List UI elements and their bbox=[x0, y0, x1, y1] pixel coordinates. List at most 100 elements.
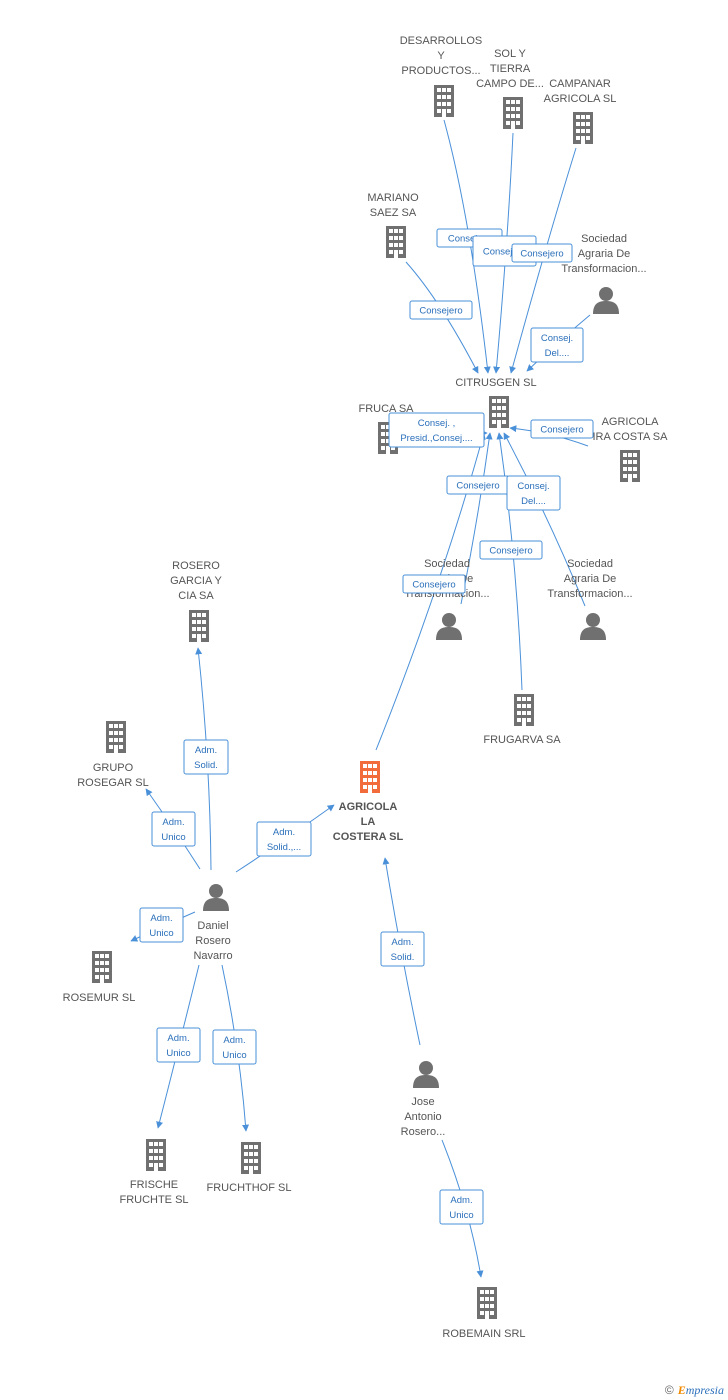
edge-label-text: Adm. bbox=[150, 913, 172, 924]
edge-label-daniel-to-agricola_main[interactable]: Adm. Solid.,... bbox=[256, 821, 312, 857]
edge-label-text: Adm. bbox=[391, 937, 413, 948]
node-label: Transformacion... bbox=[547, 588, 632, 600]
node-frugarva[interactable]: FRUGARVA SA bbox=[483, 694, 561, 746]
node-citrusgen[interactable]: CITRUSGEN SL bbox=[455, 377, 537, 428]
edge-label-daniel-to-frische[interactable]: Adm.Unico bbox=[156, 1027, 201, 1063]
node-label: Rosero... bbox=[401, 1126, 446, 1138]
building-icon[interactable] bbox=[514, 694, 534, 726]
edge-label-text: Consejero bbox=[489, 546, 532, 557]
node-label: CAMPO DE... bbox=[476, 78, 544, 90]
node-label: Antonio bbox=[404, 1111, 441, 1123]
node-label: FRUCHTE SL bbox=[119, 1194, 188, 1206]
edge-label-sat_mid_left-to-citrusgen[interactable]: Consejero bbox=[446, 475, 510, 495]
building-icon[interactable] bbox=[360, 761, 380, 793]
edge-label-mariano-to-citrusgen[interactable]: Consejero bbox=[409, 300, 473, 320]
footer-brand[interactable]: ©Empresia bbox=[665, 1383, 724, 1398]
edge-label-text: Consejero bbox=[520, 249, 563, 260]
node-robemain[interactable]: ROBEMAIN SRL bbox=[442, 1287, 526, 1340]
edge-label-text: Consejero bbox=[419, 306, 462, 317]
edge-label-daniel-to-rosemur[interactable]: Adm.Unico bbox=[139, 907, 184, 943]
building-icon[interactable] bbox=[434, 85, 454, 117]
node-label: DESARROLLOS bbox=[400, 35, 483, 47]
building-icon[interactable] bbox=[189, 610, 209, 642]
edge-label-text: Adm. bbox=[450, 1195, 472, 1206]
edge-label-jose-to-robemain[interactable]: Adm.Unico bbox=[439, 1189, 484, 1225]
edge-label-box bbox=[380, 931, 425, 967]
node-fruchthof[interactable]: FRUCHTHOF SL bbox=[207, 1142, 292, 1194]
edge-label-agricola_ira-to-citrusgen[interactable]: Consejero bbox=[530, 419, 594, 439]
edge-label-box bbox=[402, 574, 466, 594]
edge-label-daniel-to-grupo_rosegar[interactable]: Adm. Unico bbox=[151, 811, 196, 847]
edge-label-box bbox=[183, 739, 229, 775]
person-icon[interactable] bbox=[203, 884, 229, 911]
building-icon[interactable] bbox=[573, 112, 593, 144]
edge-label-text: Solid. bbox=[391, 952, 415, 963]
edge-label-box bbox=[530, 419, 594, 439]
edge-label-text: Unico bbox=[222, 1050, 246, 1061]
edge-label-box bbox=[256, 821, 312, 857]
edge-label-text: Solid.,... bbox=[267, 842, 301, 853]
edge-label-frugarva-to-citrusgen[interactable]: Consejero bbox=[479, 540, 543, 560]
person-icon[interactable] bbox=[580, 613, 606, 640]
person-icon[interactable] bbox=[593, 287, 619, 314]
node-label: SAEZ SA bbox=[370, 207, 417, 219]
edge-label-box bbox=[139, 907, 184, 943]
edge-label-box bbox=[151, 811, 196, 847]
person-icon[interactable] bbox=[436, 613, 462, 640]
edge-label-daniel-to-rosero_garcia[interactable]: Adm.Solid. bbox=[183, 739, 229, 775]
node-label: AGRICOLA SL bbox=[544, 93, 617, 105]
node-label: Y bbox=[437, 50, 445, 62]
node-rosemur[interactable]: ROSEMUR SL bbox=[63, 951, 136, 1004]
building-icon[interactable] bbox=[92, 951, 112, 983]
node-jose[interactable]: JoseAntonioRosero... bbox=[401, 1061, 446, 1138]
node-desarrollos[interactable]: DESARROLLOS Y PRODUCTOS... bbox=[400, 35, 483, 117]
edge-label-daniel-to-fruchthof[interactable]: Adm.Unico bbox=[212, 1029, 257, 1065]
building-icon[interactable] bbox=[503, 97, 523, 129]
node-label: FRUGARVA SA bbox=[483, 734, 561, 746]
node-label: GARCIA Y bbox=[170, 575, 222, 587]
edge-label-sat_mid_right-to-citrusgen[interactable]: Consej.Del.... bbox=[506, 475, 561, 511]
edge-label-text: Adm. bbox=[162, 817, 184, 828]
edge-label-text: Del.... bbox=[545, 348, 570, 359]
building-icon[interactable] bbox=[241, 1142, 261, 1174]
edge-label-sat_top-to-citrusgen[interactable]: Consej. Del.... bbox=[530, 327, 584, 363]
edge-label-fruca-to-citrusgen[interactable]: Consej. ,Presid.,Consej.... bbox=[388, 412, 485, 448]
node-label: Agraria De bbox=[564, 573, 617, 585]
edge-label-text: Adm. bbox=[273, 827, 295, 838]
node-fruca[interactable]: FRUCA SA bbox=[358, 403, 414, 454]
node-label: PRODUCTOS... bbox=[401, 65, 480, 77]
edge-label-text: Consej. bbox=[541, 333, 573, 344]
building-icon[interactable] bbox=[477, 1287, 497, 1319]
building-icon[interactable] bbox=[386, 226, 406, 258]
node-label: Agraria De bbox=[578, 248, 631, 260]
person-icon[interactable] bbox=[413, 1061, 439, 1088]
edge-label-text: Consejero bbox=[483, 247, 526, 258]
building-icon[interactable] bbox=[489, 396, 509, 428]
edge-label-text: Unico bbox=[161, 832, 185, 843]
edge-label-text: Presid.,Consej.... bbox=[400, 433, 472, 444]
edge-label-agricola_main-to-citrusgen[interactable]: Consejero bbox=[402, 574, 466, 594]
edge-frugarva-to-citrusgen bbox=[496, 432, 523, 691]
building-icon[interactable] bbox=[106, 721, 126, 753]
edge-label-jose-to-agricola_main[interactable]: Adm. Solid. bbox=[380, 931, 425, 967]
node-label: Sociedad bbox=[567, 558, 613, 570]
building-icon[interactable] bbox=[620, 450, 640, 482]
node-label: Navarro bbox=[193, 950, 232, 962]
building-icon[interactable] bbox=[146, 1139, 166, 1171]
edge-label-campanar-to-citrusgen[interactable]: Consejero bbox=[511, 243, 573, 263]
node-label: ROSEMUR SL bbox=[63, 992, 136, 1004]
edge-sat_mid_right-to-citrusgen bbox=[503, 432, 586, 607]
